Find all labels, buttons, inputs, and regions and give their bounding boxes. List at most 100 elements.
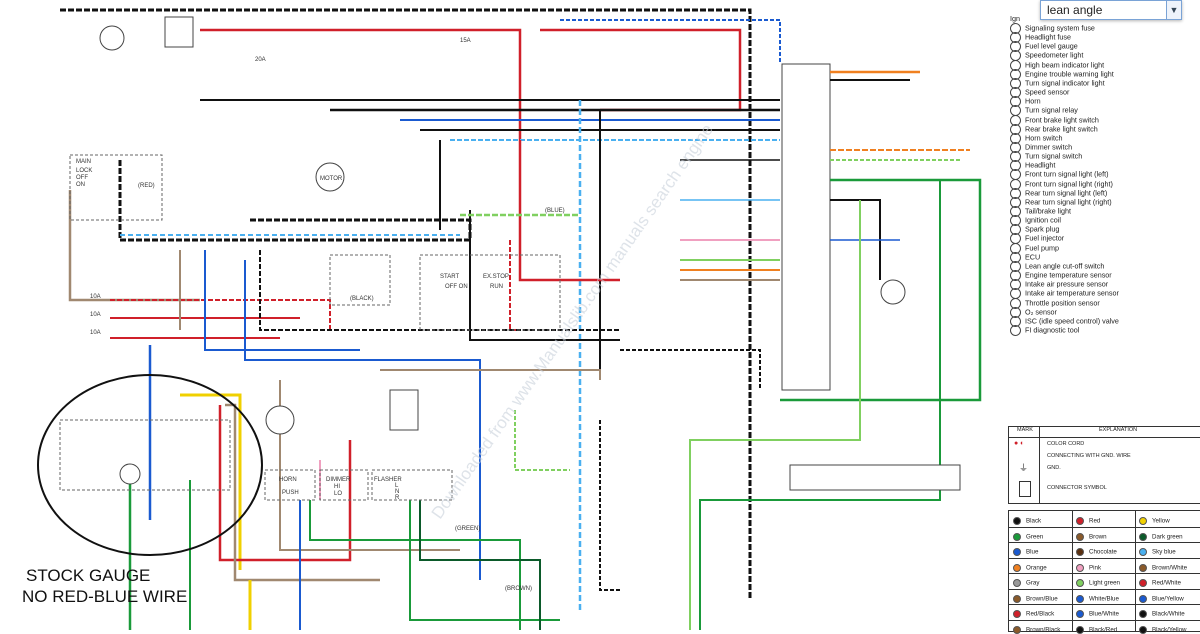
color-entry: Green — [1013, 532, 1043, 541]
color-name: Pink — [1089, 564, 1102, 572]
fuse-label: 10A — [90, 294, 101, 300]
color-name: Sky blue — [1152, 548, 1176, 556]
chevron-down-icon[interactable]: ▼ — [1166, 1, 1181, 19]
wire — [469, 210, 620, 341]
label-n: N — [395, 489, 399, 495]
color-swatch-icon — [1139, 594, 1147, 603]
legend-item-label: Horn switch — [1025, 133, 1063, 143]
color-name: Black/White — [1152, 610, 1185, 618]
mark-row: GND. — [1047, 465, 1061, 471]
stock-label-line2: NO RED-BLUE WIRE — [22, 587, 188, 606]
component-box — [59, 419, 231, 491]
color-swatch-icon — [1139, 532, 1147, 541]
fuse-label: 20A — [255, 57, 266, 63]
legend-item-label: FI diagnostic tool — [1025, 325, 1080, 335]
legend-item-label: Front turn signal light (left) — [1025, 169, 1109, 179]
connector-block — [789, 464, 961, 491]
color-entry: Black/White — [1139, 610, 1185, 618]
legend-item-label: Turn signal switch — [1025, 151, 1083, 161]
tag-green: (GREEN) — [455, 526, 480, 532]
legend-item-label: Front turn signal light (right) — [1025, 178, 1113, 188]
color-name: Brown/Blue — [1026, 595, 1058, 603]
stock-gauge-highlight — [37, 374, 263, 556]
sensor — [880, 279, 906, 305]
wire — [599, 420, 620, 591]
legend-item-label: Spark plug — [1025, 224, 1060, 234]
label-run: RUN — [490, 284, 503, 290]
legend-item-label: Signaling system fuse — [1025, 23, 1095, 33]
legend-item-label: Headlight — [1025, 160, 1056, 170]
legend-item-label: Rear turn signal light (left) — [1025, 188, 1108, 198]
legend-item-label: Ignition coil — [1025, 215, 1061, 225]
label-exstop: EX.STOP — [483, 274, 509, 280]
speedometer-gauge — [119, 463, 141, 485]
color-swatch-icon — [1076, 548, 1084, 556]
color-name: Brown/White — [1152, 564, 1188, 572]
color-swatch-icon — [1013, 610, 1021, 618]
component-box — [164, 16, 194, 48]
label-main: MAIN — [76, 159, 91, 165]
stock-label-line1: STOCK GAUGE — [26, 566, 151, 585]
component-box — [419, 254, 561, 331]
label-horn: HORN — [279, 477, 297, 483]
legend-item-label: High beam indicator light — [1025, 60, 1105, 69]
legend-item-label: Speedometer light — [1025, 50, 1084, 60]
watermark: Downloaded from www.Manualslib.com manua… — [428, 121, 717, 523]
color-name: Yellow — [1152, 517, 1170, 525]
wire — [309, 500, 521, 630]
wire — [244, 260, 481, 580]
wire — [419, 500, 541, 630]
wire — [540, 28, 742, 112]
explanation-header: EXPLANATION — [1099, 427, 1138, 433]
color-name: Light green — [1089, 579, 1120, 587]
color-dot-icon: ● ◐ — [1014, 440, 1025, 447]
legend-item-label: Fuel injector — [1025, 233, 1065, 243]
color-name: Dark green — [1152, 533, 1183, 541]
component-box — [264, 469, 316, 501]
wire — [180, 393, 242, 570]
fuse-label: 15A — [460, 38, 471, 44]
legend-item-label: Front brake light switch — [1025, 114, 1099, 124]
color-entry: Dark green — [1139, 532, 1183, 541]
color-entry: Brown/Blue — [1013, 594, 1058, 603]
color-entry: Blue/White — [1076, 610, 1119, 618]
wire — [60, 8, 752, 600]
tag-brown: (BROWN) — [505, 586, 532, 592]
legend-item-label: Dimmer switch — [1025, 142, 1073, 152]
legend-item-label: ISC (idle speed control) valve — [1025, 316, 1119, 326]
legend-item-label: Engine temperature sensor — [1025, 270, 1112, 280]
label-r: R — [395, 495, 400, 501]
color-name: Red/Black — [1026, 610, 1055, 618]
wire — [699, 180, 941, 630]
wire — [509, 240, 520, 331]
legend-item-label: Speed sensor — [1025, 87, 1070, 97]
color-swatch-icon — [1139, 579, 1147, 587]
tag-blue: (BLUE) — [545, 208, 565, 214]
legend-item-label: Rear turn signal light (right) — [1025, 197, 1112, 207]
color-swatch-icon — [1013, 579, 1021, 587]
component-box — [319, 469, 369, 501]
label-off: OFF — [76, 175, 88, 181]
legend-item-label: Tail/brake light — [1025, 206, 1071, 216]
label-on: ON — [76, 182, 85, 188]
ground-icon: ⏚ — [1019, 463, 1029, 473]
wire — [118, 160, 472, 242]
component-box — [389, 389, 419, 431]
mark-row: CONNECTOR SYMBOL — [1047, 485, 1107, 491]
legend-item-label: Intake air temperature sensor — [1025, 288, 1119, 298]
legend-partial: Ign — [1010, 14, 1020, 23]
color-entry: Brown/White — [1139, 563, 1188, 572]
color-name: Black — [1026, 517, 1042, 525]
color-entry: White/Blue — [1076, 594, 1119, 603]
color-swatch-icon — [1013, 594, 1021, 603]
legend-number-icon — [1010, 324, 1021, 336]
color-name: White/Blue — [1089, 595, 1119, 603]
wire — [689, 200, 861, 630]
fuse-label: 10A — [90, 312, 101, 318]
legend-item-label: Intake air pressure sensor — [1025, 279, 1109, 289]
label-motor: MOTOR — [320, 176, 343, 182]
lean-angle-dropdown[interactable]: lean angle ▼ — [1040, 0, 1182, 20]
color-name: Gray — [1026, 579, 1040, 587]
